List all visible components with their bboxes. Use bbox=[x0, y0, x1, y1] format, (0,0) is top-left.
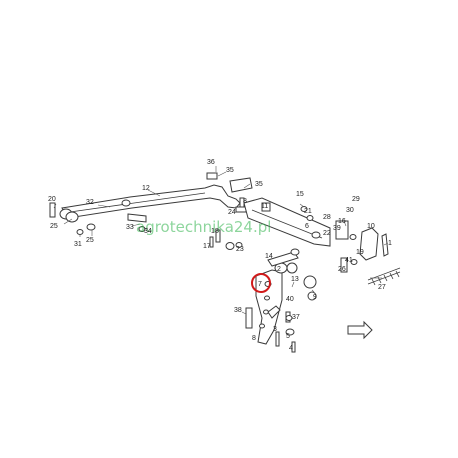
callout-label: 4 bbox=[289, 345, 293, 352]
callout-label: 11 bbox=[261, 203, 268, 210]
callout-label: 19 bbox=[356, 249, 364, 256]
callout-label: 14 bbox=[265, 253, 273, 260]
callout-label: 15 bbox=[296, 191, 304, 198]
callout-label: 38 bbox=[234, 307, 242, 314]
callout-label: 17 bbox=[203, 243, 211, 250]
callout-label: 39 bbox=[333, 225, 341, 232]
callout-label: 21 bbox=[304, 208, 312, 215]
spring-group bbox=[340, 227, 401, 286]
callout-label: 3 bbox=[273, 326, 277, 333]
callout-label: 30 bbox=[346, 207, 354, 214]
lower-parts bbox=[245, 305, 296, 353]
callout-label: 41 bbox=[345, 257, 353, 264]
callout-label: 8 bbox=[252, 335, 256, 342]
callout-label: 32 bbox=[86, 199, 94, 206]
callout-label: 16 bbox=[338, 218, 346, 225]
shaft-bolts bbox=[209, 229, 243, 250]
callout-label: 37 bbox=[292, 314, 300, 321]
callout-label: 27 bbox=[378, 284, 386, 291]
callout-label: 34 bbox=[144, 228, 152, 235]
callout-labels: 36 35 35 12 32 20 25 31 25 33 34 17 18 2… bbox=[48, 159, 392, 352]
callout-label: 24 bbox=[228, 209, 236, 216]
callout-label: 31 bbox=[74, 241, 82, 248]
callout-label: 25 bbox=[86, 237, 94, 244]
callout-label: 2 bbox=[277, 266, 281, 273]
direction-arrow bbox=[347, 320, 373, 340]
highlight-circle bbox=[251, 273, 271, 293]
callout-label: 36 bbox=[207, 159, 215, 166]
pivot-hub bbox=[267, 248, 317, 301]
callout-label: 26 bbox=[338, 266, 346, 273]
callout-label: 20 bbox=[48, 196, 56, 203]
callout-label: 12 bbox=[142, 185, 150, 192]
callout-label: 9 bbox=[313, 294, 317, 301]
callout-label: 8 bbox=[243, 198, 247, 205]
callout-label: 33 bbox=[126, 224, 134, 231]
callout-label: 6 bbox=[305, 223, 309, 230]
callout-label: 35 bbox=[226, 167, 234, 174]
callout-label: 18 bbox=[211, 228, 219, 235]
cross-shaft bbox=[243, 197, 357, 247]
callout-label: 1 bbox=[388, 240, 392, 247]
highlighted-callout-label: 7 bbox=[258, 281, 262, 288]
leader-lines bbox=[53, 166, 389, 315]
callout-label: 23 bbox=[236, 246, 244, 253]
callout-label: 13 bbox=[291, 276, 299, 283]
vertical-lever bbox=[255, 269, 283, 345]
callout-label: 29 bbox=[352, 196, 360, 203]
callout-label: 35 bbox=[255, 181, 263, 188]
callout-label: 5 bbox=[286, 333, 290, 340]
callout-label: 22 bbox=[323, 230, 331, 237]
callout-label: 28 bbox=[323, 214, 331, 221]
callout-label: 25 bbox=[50, 223, 58, 230]
callout-label: 10 bbox=[367, 223, 375, 230]
watermark-text: agrotechnika24.pl bbox=[136, 218, 271, 236]
callout-label: 40 bbox=[286, 296, 294, 303]
